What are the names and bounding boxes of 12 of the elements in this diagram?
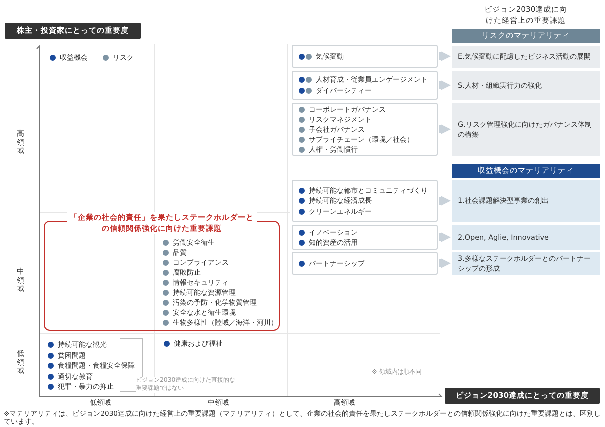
arrow xyxy=(439,52,451,62)
issue-list-box xyxy=(292,180,438,222)
issue-list-box xyxy=(292,45,438,68)
arrow xyxy=(439,196,451,206)
arrow xyxy=(439,80,451,90)
issue-list-box xyxy=(292,103,438,156)
issue-list-box xyxy=(292,225,438,250)
arrow xyxy=(439,258,451,268)
issue-list-box xyxy=(292,252,438,275)
arrow xyxy=(439,124,451,134)
issue-list-box xyxy=(292,71,438,100)
arrow xyxy=(439,232,451,242)
